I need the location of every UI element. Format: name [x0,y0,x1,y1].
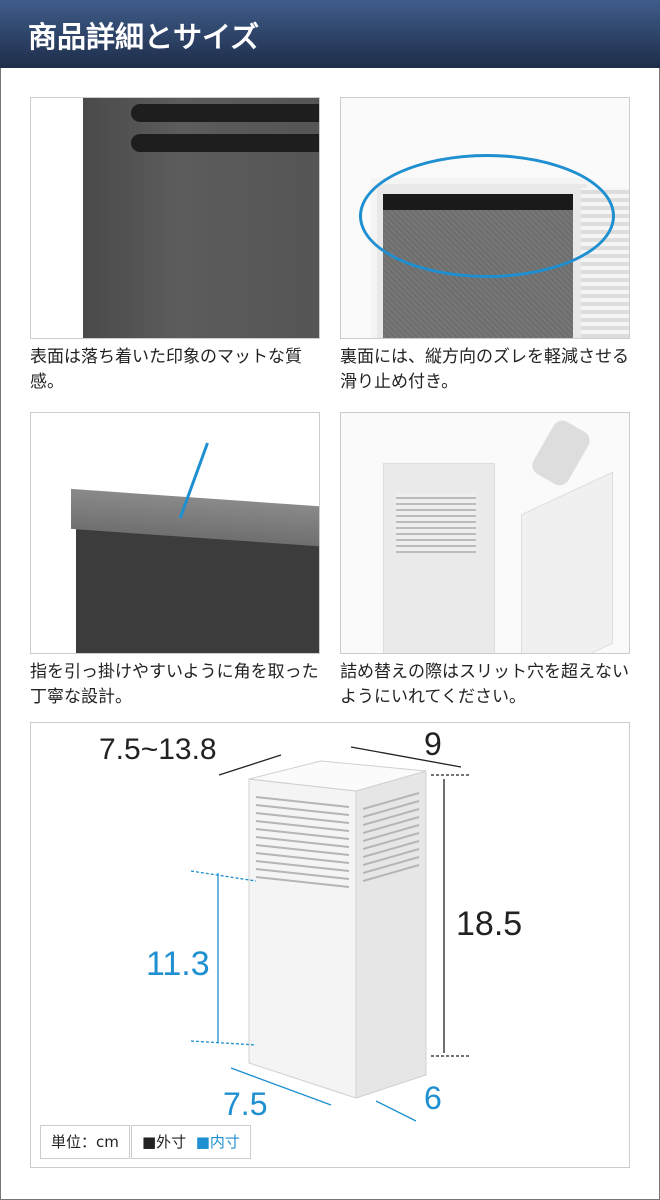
inner-width-label: 7.5 [223,1086,267,1122]
outer-dimension-lines [218,746,471,1057]
product-box [248,760,427,1099]
section-header: 商品詳細とサイズ [0,0,660,68]
legend-inner: ■内寸 [195,1133,240,1151]
inner-dimension-lines [190,870,417,1122]
photo-matte-surface [30,97,320,339]
inner-depth-label: 6 [424,1080,442,1116]
caption-1: 表面は落ち着いた印象のマットな質感。 [30,347,302,392]
outer-height-label: 18.5 [456,905,522,943]
legend-outer: ■外寸 [142,1133,187,1151]
legend: ■外寸 ■内寸 [131,1125,251,1159]
photo-refill [340,412,630,654]
section-title: 商品詳細とサイズ [28,20,260,54]
inner-height-label: 11.3 [146,945,210,983]
outer-depth-label: 7.5~13.8 [99,733,217,766]
unit-label: 単位：cm [40,1125,130,1159]
size-diagram: 7.5~13.8 9 18.5 11.3 7.5 6 [30,722,630,1168]
caption-4: 詰め替えの際はスリット穴を超えないようにいれてください。 [340,662,629,707]
photo-anti-slip [340,97,630,339]
caption-2: 裏面には、縦方向のズレを軽減させる滑り止め付き。 [340,347,629,392]
outer-width-label: 9 [424,726,442,762]
caption-3: 指を引っ掛けやすいように角を取った丁寧な設計。 [30,662,319,707]
photo-rounded-corner [30,412,320,654]
